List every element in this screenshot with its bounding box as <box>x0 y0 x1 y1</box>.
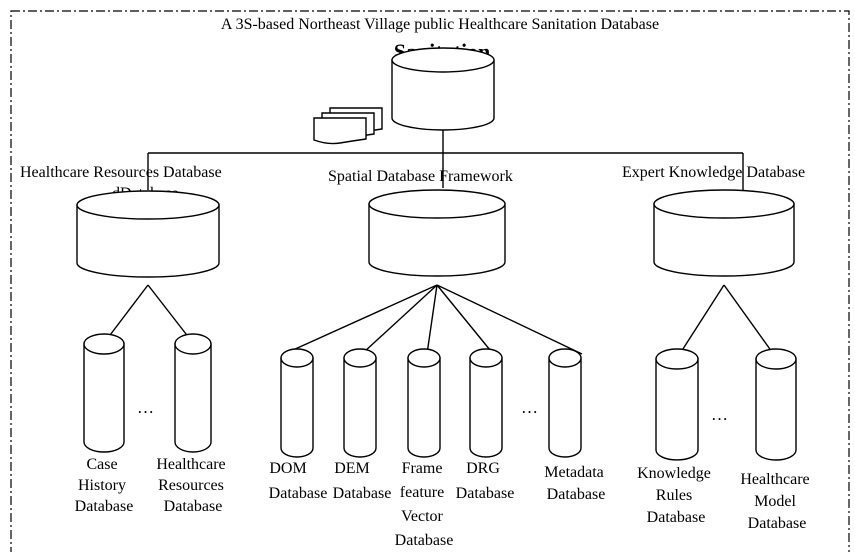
ellipsis-healthcare: … <box>137 398 154 417</box>
outer-frame <box>10 10 850 552</box>
dom-label: DOM Database <box>269 460 328 502</box>
root-database <box>391 47 495 131</box>
healthcare-resources-branch-label: Healthcare Resources Database <box>20 164 222 181</box>
healthcare-model-label: Healthcare Model Database <box>740 471 813 532</box>
expert-knowledge-database <box>653 189 795 277</box>
dem-database <box>343 348 377 458</box>
spatial-framework-branch-label: Spatial Database Framework <box>328 168 513 185</box>
drg-label: DRG Database <box>456 460 515 502</box>
tree-connectors <box>147 130 744 190</box>
frame-feature-vector-database <box>407 348 441 458</box>
ellipsis-spatial: … <box>521 398 538 417</box>
knowledge-rules-label: Knowledge Rules Database <box>637 465 715 526</box>
healthcare-resources-leaf-database <box>174 333 212 453</box>
diagram-title: A 3S-based Northeast Village public Heal… <box>221 16 659 33</box>
case-history-database <box>83 333 125 453</box>
dem-label: DEM Database <box>333 460 392 502</box>
metadata-database <box>548 348 582 458</box>
drg-database <box>469 348 503 458</box>
healthcare-resources-leaf-label: Healthcare Resources Database <box>156 456 229 515</box>
expert-knowledge-branch-label: Expert Knowledge Database <box>622 164 805 181</box>
knowledge-rules-database <box>655 348 699 461</box>
child-connectors <box>103 284 773 355</box>
metadata-label: Metadata Database <box>544 464 608 503</box>
case-history-label: Case History Database <box>75 456 134 515</box>
frame-feature-vector-label: Frame feature Vector Database <box>395 460 454 549</box>
dom-database <box>280 348 314 458</box>
spatial-database-framework <box>368 189 506 277</box>
ellipsis-expert: … <box>711 405 728 424</box>
healthcare-resources-database <box>76 190 220 278</box>
healthcare-model-database <box>755 348 797 461</box>
documents-icon <box>313 107 383 145</box>
